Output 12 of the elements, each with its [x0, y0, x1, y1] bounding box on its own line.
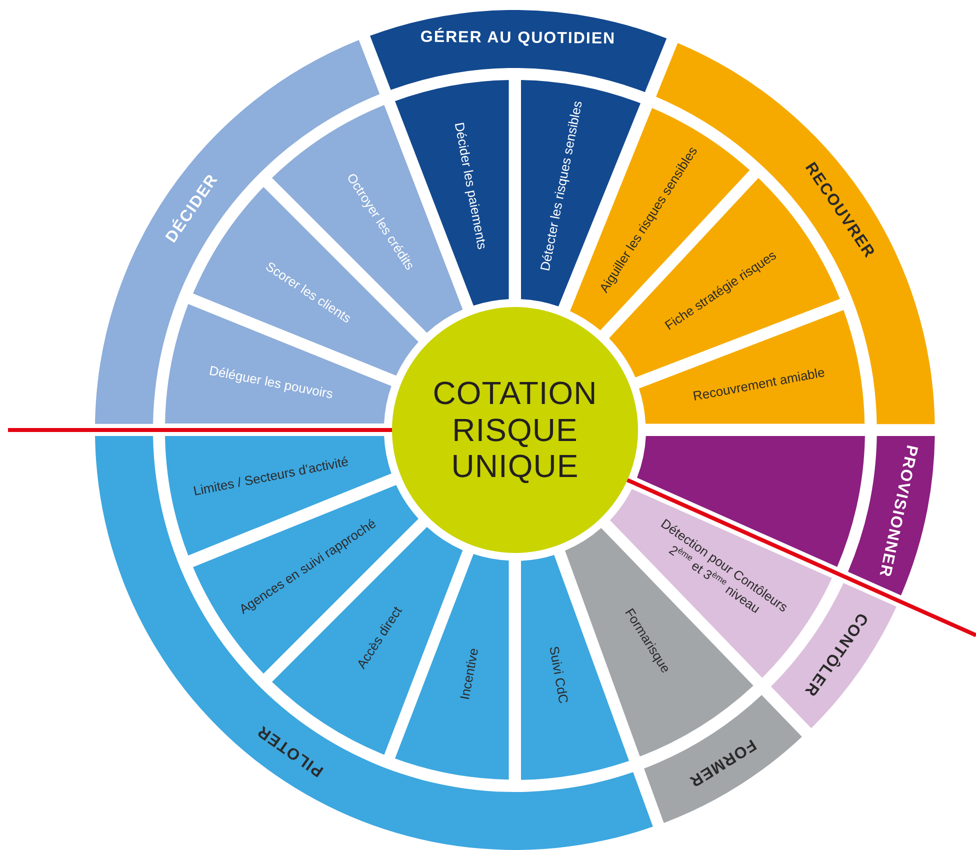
activity-label: Limites / Secteurs d’activité — [192, 454, 350, 501]
activity-label: Déléguer les pouvoirs — [208, 362, 334, 403]
category-band — [370, 10, 667, 92]
activity-label: Suivi CdC — [546, 644, 572, 705]
activity-label: Incentive — [456, 647, 482, 702]
center-title: COTATION RISQUE UNIQUE — [432, 374, 598, 486]
category-band — [644, 694, 802, 823]
activity-label: Détecter les risques sensibles — [538, 100, 586, 272]
activity-segment — [639, 310, 865, 424]
category-label: GÉRER AU QUOTIDIEN — [420, 28, 616, 50]
category-band — [848, 436, 935, 596]
activity-label: Décider les paiements — [450, 120, 490, 250]
